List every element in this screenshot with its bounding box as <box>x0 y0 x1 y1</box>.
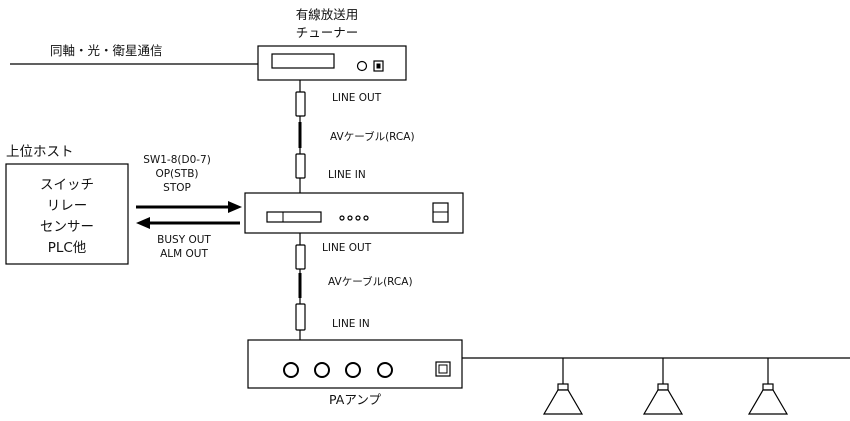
player-line-in-label: LINE IN <box>328 169 366 181</box>
player-in-rca-connector-icon <box>295 148 306 193</box>
amp-knob-icon <box>345 362 361 378</box>
tuner-label-line2: チューナー <box>296 25 359 40</box>
player-led-icon <box>339 215 345 221</box>
player-led-icon <box>363 215 369 221</box>
pa-amp-box <box>247 339 463 389</box>
tuner-label-line1: 有線放送用 <box>296 7 359 22</box>
player-led-icon <box>355 215 361 221</box>
host-item: PLC他 <box>48 240 87 256</box>
amp-knob-icon <box>377 362 393 378</box>
host-box <box>5 163 129 265</box>
player-out-rca-connector-icon <box>295 233 306 273</box>
host-item: リレー <box>47 198 88 214</box>
tuner-display <box>271 53 335 69</box>
speaker-icon <box>542 358 584 415</box>
host-item: スイッチ <box>40 177 94 193</box>
player-card-slot <box>266 211 322 223</box>
signal-in-label: STOP <box>163 182 191 194</box>
player-line-out-label: LINE OUT <box>322 242 372 254</box>
cable1-label: AVケーブル(RCA) <box>330 130 415 143</box>
tuner-knob-icon <box>356 60 368 72</box>
pa-amp-label: PAアンプ <box>329 392 381 407</box>
host-item: センサー <box>40 219 94 235</box>
amp-knob-icon <box>314 362 330 378</box>
tuner-input-label: 同軸・光・衛星通信 <box>50 43 163 58</box>
pa-amp-device <box>247 339 463 389</box>
amp-knob-icon <box>283 362 299 378</box>
signal-in-label: SW1-8(D0-7) <box>143 154 211 166</box>
tuner-button-inner-icon <box>376 63 381 69</box>
amp-in-rca-connector-icon <box>295 298 306 340</box>
signal-out-label: BUSY OUT <box>157 234 211 246</box>
tuner-line-out-label: LINE OUT <box>332 92 382 104</box>
left-arrow-icon <box>136 217 240 229</box>
player-device <box>244 192 464 234</box>
amp-power-switch-icon <box>435 361 451 377</box>
speaker-icon <box>642 358 684 415</box>
tuner-rca-connector-icon <box>295 80 306 122</box>
signal-in-label: OP(STB) <box>155 168 198 180</box>
right-arrow-icon <box>136 201 242 213</box>
amp-line-in-label: LINE IN <box>332 318 370 330</box>
speaker-icon <box>747 358 789 415</box>
host-title: 上位ホスト <box>6 144 74 160</box>
amp-power-switch-inner-icon <box>438 364 448 374</box>
signal-out-label: ALM OUT <box>160 248 208 260</box>
cable2-label: AVケーブル(RCA) <box>328 275 413 288</box>
player-led-icon <box>347 215 353 221</box>
tuner-device <box>257 45 407 81</box>
